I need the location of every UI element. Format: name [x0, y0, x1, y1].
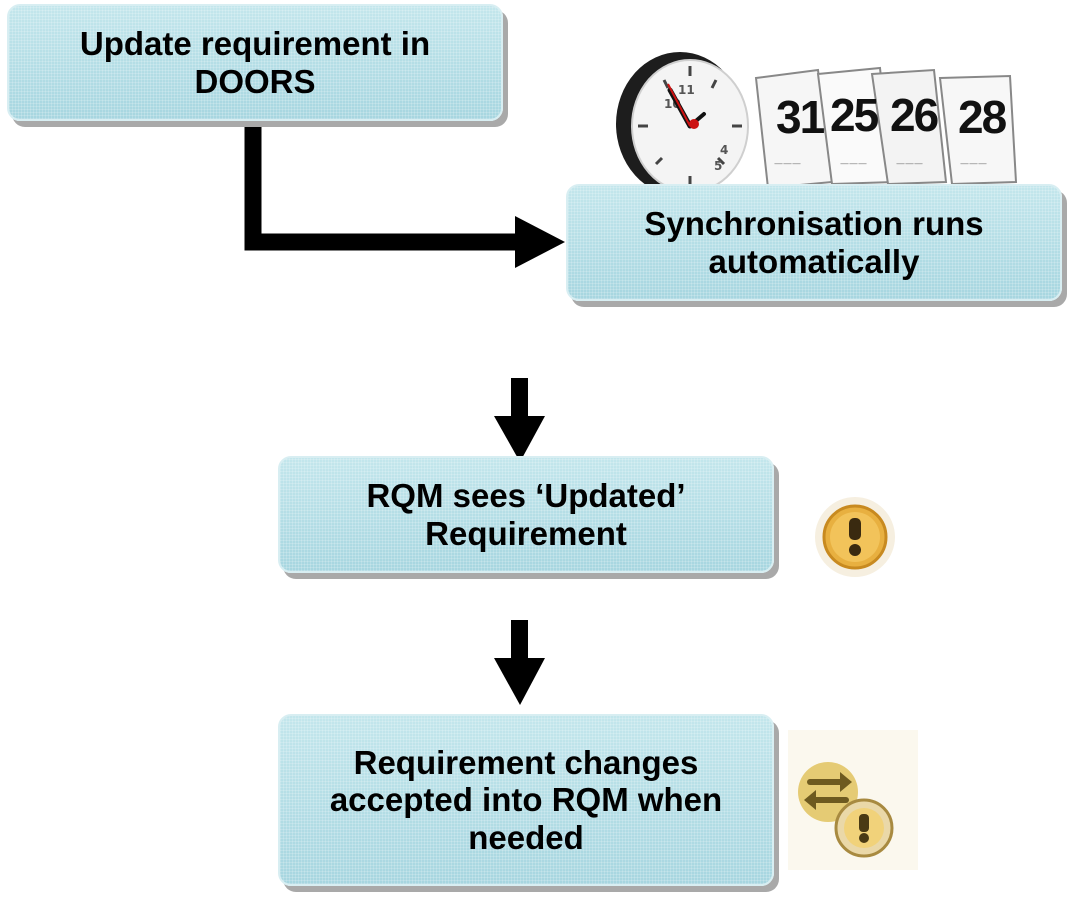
step-sync-box: Synchronisation runs automatically [566, 184, 1062, 301]
step-accept-changes-text: Requirement changes accepted into RQM wh… [329, 744, 723, 856]
svg-text:———: ——— [774, 159, 801, 169]
calendar-icon: ——— ——— ——— ——— 31 25 26 28 [748, 64, 1068, 188]
down-arrow-2 [494, 620, 545, 705]
step-rqm-sees-box: RQM sees ‘Updated’ Requirement [278, 456, 774, 573]
calendar-page-28: 28 [958, 91, 1007, 143]
step-update-doors-box: Update requirement in DOORS [7, 4, 503, 121]
step-accept-changes-box: Requirement changes accepted into RQM wh… [278, 714, 774, 886]
svg-text:4: 4 [720, 143, 728, 157]
svg-text:———: ——— [896, 159, 923, 169]
svg-text:11: 11 [678, 83, 695, 97]
calendar-page-31: 31 [776, 91, 825, 143]
calendar-page-26: 26 [890, 89, 939, 141]
step-update-doors-text: Update requirement in DOORS [79, 25, 431, 100]
svg-text:———: ——— [840, 159, 867, 169]
accept-changes-icon [788, 730, 918, 870]
step-sync-text: Synchronisation runs automatically [644, 205, 984, 280]
elbow-arrow [244, 121, 565, 268]
warning-icon [815, 497, 895, 577]
step-rqm-sees-text: RQM sees ‘Updated’ Requirement [366, 477, 686, 552]
svg-text:———: ——— [960, 159, 987, 169]
down-arrow-1 [494, 378, 545, 462]
svg-text:5: 5 [714, 159, 722, 173]
clock-icon: 10 11 4 5 [616, 52, 749, 194]
calendar-page-25: 25 [830, 89, 879, 141]
